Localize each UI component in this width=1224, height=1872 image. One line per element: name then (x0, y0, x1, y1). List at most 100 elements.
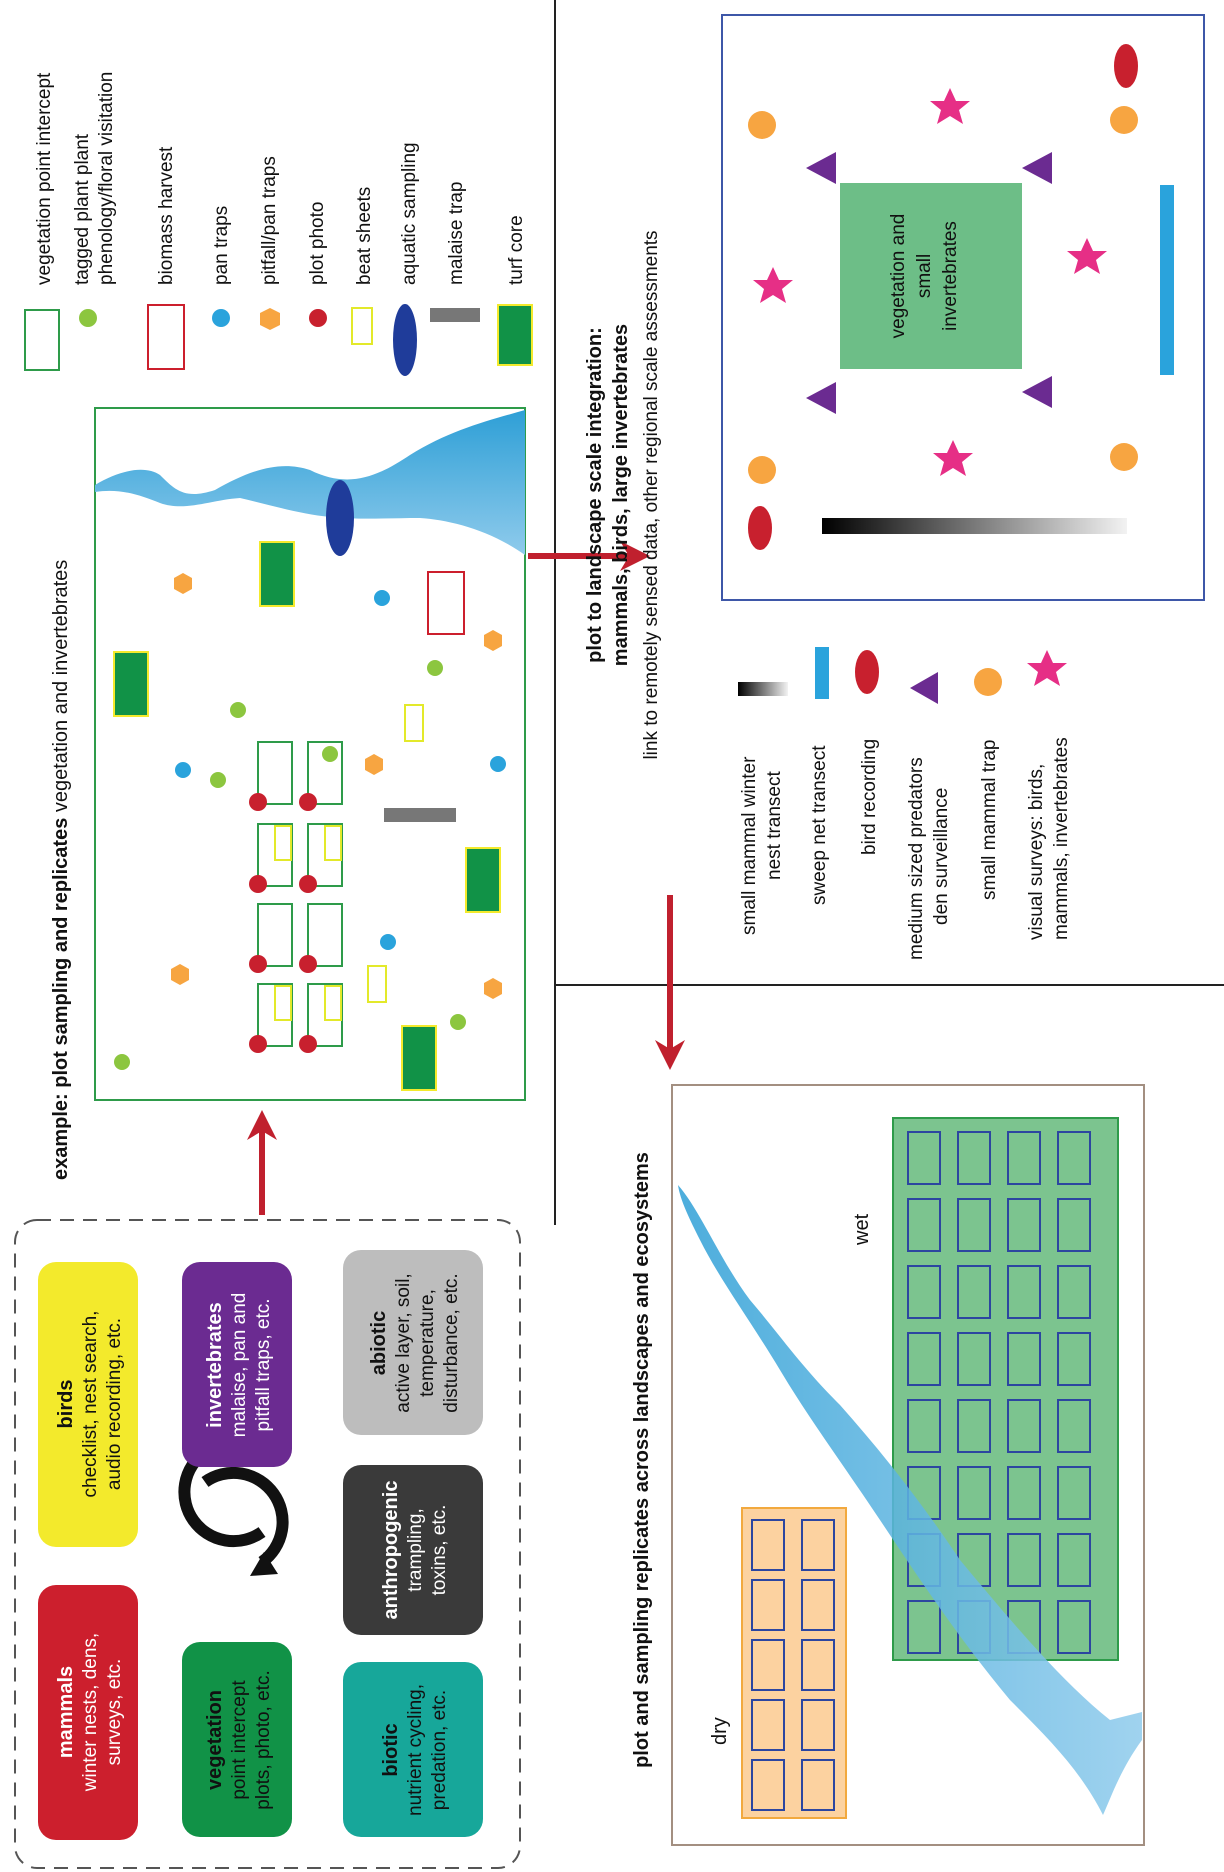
replicates-river (678, 1185, 1142, 1815)
landscape-title-line1: plot to landscape scale integration: (584, 327, 606, 663)
category-mammals: mammals winter nests, dens, surveys, etc… (38, 1585, 138, 1840)
abiotic-line3: disturbance, etc. (441, 1273, 462, 1412)
visual-survey-marker (1067, 238, 1107, 274)
replicate-plot (1057, 1533, 1091, 1587)
replicate-plot (1007, 1265, 1041, 1319)
dry-zone (741, 1507, 847, 1819)
plot-panel-title-rest: vegetation and invertebrates (50, 560, 72, 818)
legend-label-tagged-plant: tagged plant plant (72, 133, 93, 285)
plot-river (95, 410, 525, 555)
legend-green-outline-rect-icon (24, 309, 60, 371)
plot-tagged-plant (230, 702, 246, 718)
plot-photo-point (249, 793, 267, 811)
plot-quadrat (257, 741, 293, 805)
replicate-plot (1007, 1399, 1041, 1453)
invertebrates-title: invertebrates (204, 1302, 226, 1428)
birds-box (38, 1262, 138, 1547)
abiotic-title: abiotic (368, 1311, 390, 1375)
replicates-title: plot and sampling replicates across land… (631, 1152, 653, 1768)
replicate-plot (751, 1759, 785, 1811)
replicate-plot (1057, 1265, 1091, 1319)
plot-photo-point (249, 875, 267, 893)
predator-den-marker (1022, 152, 1052, 184)
replicate-plot (957, 1399, 991, 1453)
legend-blue-dot-icon (212, 309, 230, 327)
plot-turf-core (259, 541, 295, 607)
plot-photo-point (299, 1035, 317, 1053)
legend-navy-ellipse-icon (393, 304, 417, 376)
plot-beat-sheet (324, 985, 342, 1021)
replicate-plot (1057, 1466, 1091, 1520)
dry-label: dry (709, 1717, 731, 1745)
legend-pink-star-icon (1027, 650, 1067, 686)
replicate-plot (957, 1332, 991, 1386)
vegetation-title: vegetation (204, 1690, 226, 1790)
legend-label-bird-recording: bird recording (859, 739, 880, 855)
bird-recording-marker (748, 506, 772, 550)
biotic-line1: nutrient cycling, (405, 1684, 426, 1816)
category-birds: birds checklist, nest search, audio reco… (38, 1262, 138, 1547)
legend-green-dot-icon (79, 309, 97, 327)
plot-pan-trap (175, 762, 191, 778)
plot-pitfall-trap (484, 978, 502, 999)
replicate-plot (801, 1519, 835, 1571)
replicate-plot (1057, 1399, 1091, 1453)
replicate-plot (1007, 1131, 1041, 1185)
replicate-plot (801, 1759, 835, 1811)
visual-survey-marker (933, 440, 973, 476)
legend-red-ellipse-icon (855, 650, 879, 694)
replicate-plot (957, 1265, 991, 1319)
biotic-line2: predation, etc. (429, 1690, 450, 1810)
legend-cyan-bar-icon (815, 647, 829, 699)
replicate-plot (907, 1265, 941, 1319)
legend-label-visual-surveys-line2: mammals, invertebrates (1051, 737, 1072, 940)
plot-quadrat (257, 903, 293, 967)
visual-survey-marker (753, 267, 793, 303)
dry-plot-group: dry (709, 1507, 847, 1819)
plot-tagged-plant (210, 772, 226, 788)
legend-label-small-mammal-trap: small mammal trap (979, 740, 1000, 900)
abiotic-line1: active layer, soil, (393, 1273, 414, 1412)
replicate-plot (957, 1466, 991, 1520)
mammals-title: mammals (55, 1666, 77, 1758)
plot-pitfall-trap (171, 964, 189, 985)
small-mammal-trap-marker (1110, 106, 1138, 134)
replicate-plot (1007, 1332, 1041, 1386)
replicate-plot (1007, 1533, 1041, 1587)
mammals-line2: surveys, etc. (104, 1659, 125, 1766)
invertebrates-box (182, 1262, 292, 1467)
replicate-plot (907, 1399, 941, 1453)
plot-beat-sheet (367, 965, 387, 1003)
replicate-plot (907, 1198, 941, 1252)
small-mammal-trap-marker (748, 456, 776, 484)
biotic-box (343, 1662, 483, 1837)
category-abiotic: abiotic active layer, soil, temperature,… (343, 1250, 483, 1435)
category-biotic: biotic nutrient cycling, predation, etc. (343, 1662, 483, 1837)
anthropogenic-title: anthropogenic (380, 1481, 402, 1620)
vegetation-line2: plots, photo, etc. (253, 1670, 274, 1809)
abiotic-box (343, 1250, 483, 1435)
predator-den-marker (806, 152, 836, 184)
plot-sampling-panel: example: plot sampling and replicates ve… (50, 407, 526, 1180)
center-plot (840, 183, 1022, 369)
center-plot-label-line2: small (914, 254, 935, 298)
plot-aquatic-sampling (326, 480, 354, 556)
replicate-plot (751, 1519, 785, 1571)
plot-tagged-plant (427, 660, 443, 676)
center-plot-label-line3: invertebrates (940, 221, 961, 331)
replicate-plot (907, 1600, 941, 1654)
replicate-plot (1007, 1198, 1041, 1252)
replicate-plot (1057, 1332, 1091, 1386)
plot-beat-sheet (274, 985, 292, 1021)
plot-tagged-plant (322, 746, 338, 762)
plot-pan-trap (374, 590, 390, 606)
plot-panel-title: example: plot sampling and replicates ve… (50, 560, 72, 1180)
plot-tagged-plant (450, 1014, 466, 1030)
birds-line2: audio recording, etc. (104, 1318, 125, 1490)
replicates-panel: plot and sampling replicates across land… (631, 1084, 1145, 1846)
landscape-title-line2: mammals, birds, large invertebrates (610, 324, 632, 666)
legend-black-gradient-bar-icon (738, 682, 788, 696)
plot-turf-core (401, 1025, 437, 1091)
mammals-line1: winter nests, dens, (80, 1633, 101, 1792)
plot-malaise-trap (384, 808, 456, 822)
